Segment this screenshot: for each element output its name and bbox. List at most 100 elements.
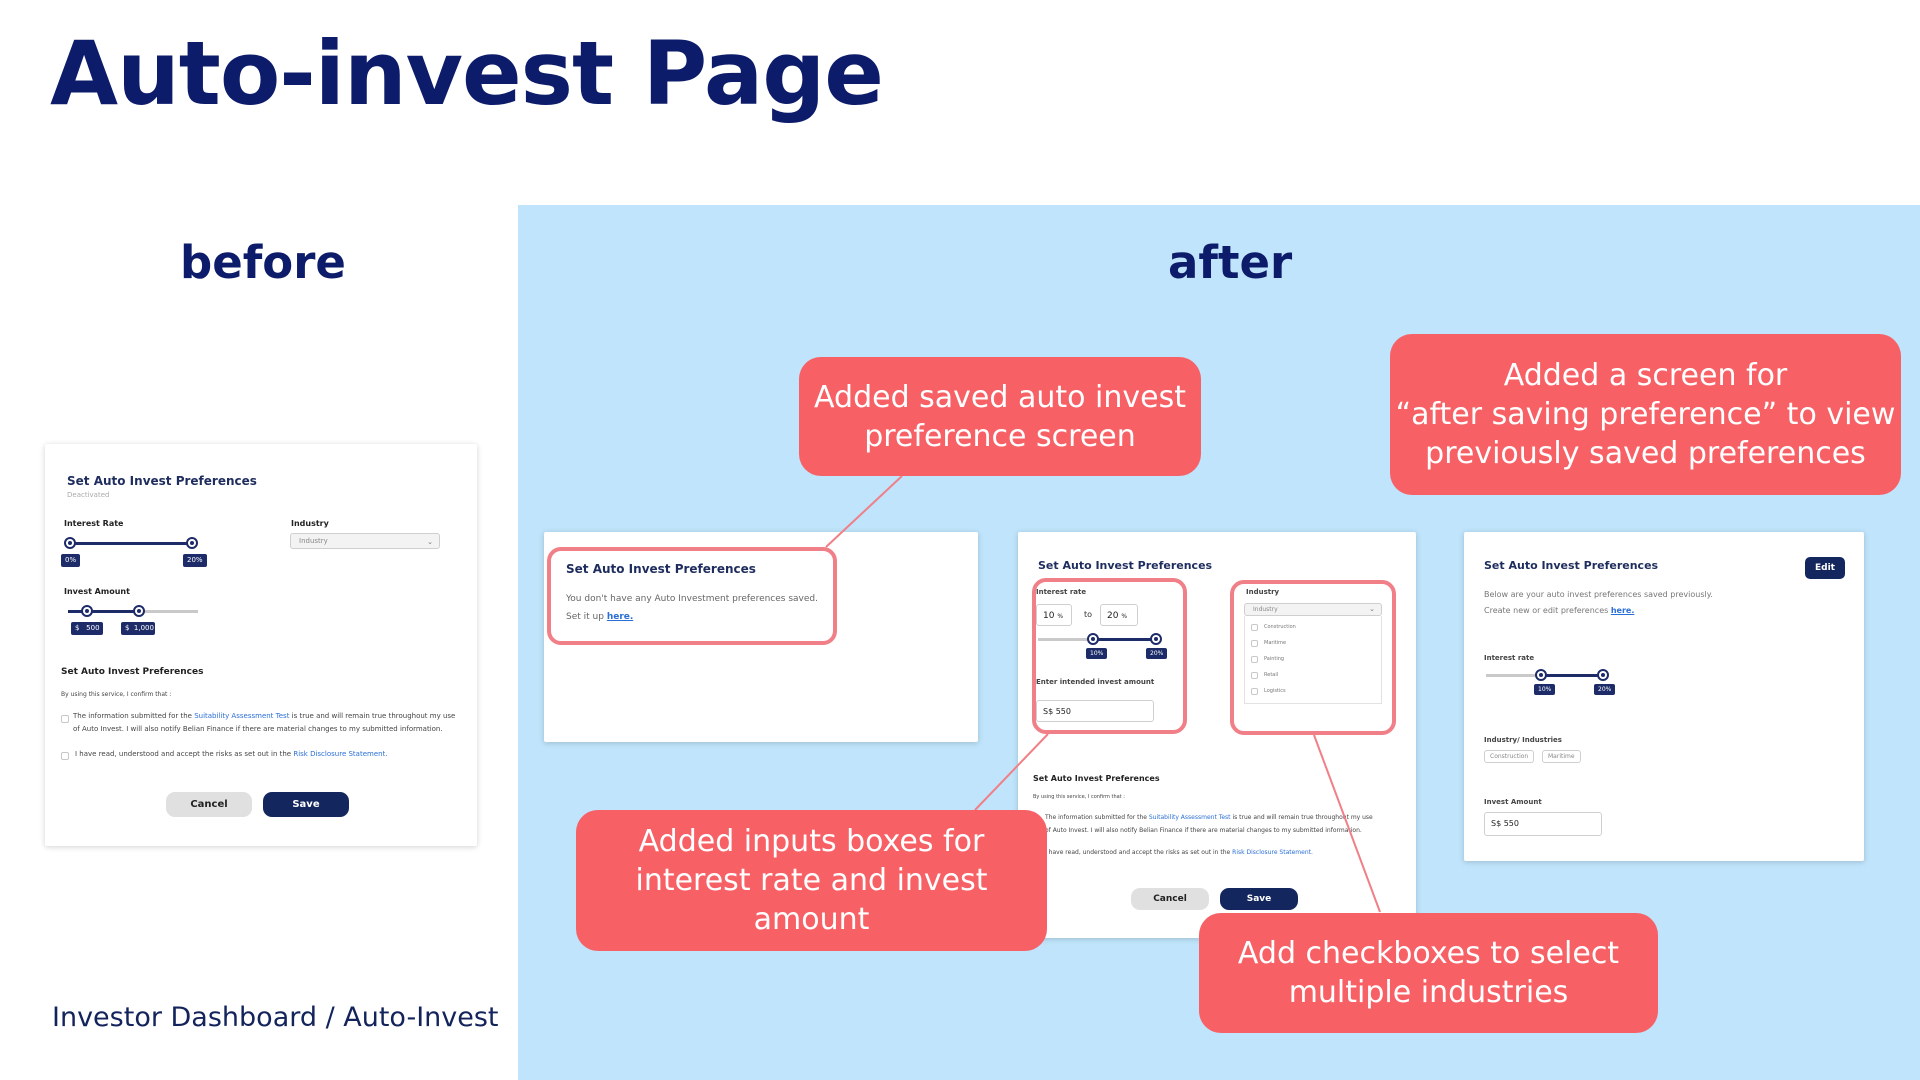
interest-slider-max-handle [1597,669,1609,681]
section-title: Set Auto Invest Preferences [1033,774,1160,783]
chevron-down-icon: ⌄ [1369,605,1375,613]
industry-label: Industry [1246,588,1280,596]
edit-button[interactable]: Edit [1805,557,1845,579]
industry-chip-maritime: Maritime [1542,750,1581,763]
callout-after-saving: Added a screen for “after saving prefere… [1390,334,1901,495]
card-title: Set Auto Invest Preferences [1038,559,1213,572]
callout-saved-screen: Added saved auto invest preference scree… [799,357,1201,476]
setup-here-link[interactable]: here. [606,612,634,622]
setup-message: Set it up here. [566,612,633,622]
industry-dropdown-placeholder: Industry [1253,606,1278,613]
industry-checkbox-maritime[interactable] [1251,640,1258,647]
interest-max-tag: 20% [1594,684,1616,695]
cancel-button[interactable]: Cancel [1131,888,1209,910]
interest-slider-max-handle[interactable] [1150,633,1162,645]
cancel-button[interactable]: Cancel [166,792,252,817]
callout-line: interest rate and invest amount [635,863,988,937]
industries-label: Industry/ Industries [1484,736,1562,744]
suitability-test-link[interactable]: Suitability Assessment Test [194,712,290,720]
risk-statement: I have read, understood and accept the r… [75,750,388,758]
percent-unit: % [1121,613,1128,620]
confirm-intro: By using this service, I confirm that : [1033,794,1125,800]
invest-amount-display: S$ 550 [1484,812,1602,836]
invest-amount-input[interactable]: S$ 550 [1036,700,1154,722]
statement-text: The information submitted for the [1045,814,1149,821]
before-preferences-card: Set Auto Invest Preferences Deactivated … [45,444,477,846]
suitability-test-link[interactable]: Suitability Assessment Test [1148,814,1231,821]
card-title: Set Auto Invest Preferences [566,562,756,576]
suitability-checkbox[interactable] [61,715,69,723]
statement-text: I have read, understood and accept the r… [75,750,294,758]
interest-max-tag: 20% [1146,648,1168,659]
industry-dropdown[interactable]: Industry ⌄ [1244,603,1382,616]
interest-min-tag: 0% [61,554,81,567]
industry-chip-construction: Construction [1484,750,1535,763]
currency-symbol: $ [125,624,130,632]
industry-option-label: Maritime [1264,640,1287,646]
amount-min-tag: $ 500 [71,622,103,635]
interest-slider-min-handle [1535,669,1547,681]
risk-statement: I have read, understood and accept the r… [1045,849,1313,856]
edit-text: Create new or edit preferences [1484,606,1611,615]
industry-checkbox-painting[interactable] [1251,656,1258,663]
currency-symbol: $ [75,624,80,632]
amount-slider-max-handle[interactable] [133,605,145,617]
rate-from-input[interactable]: 10 % [1036,604,1072,626]
amount-slider-min-handle[interactable] [81,605,93,617]
saved-preferences-card: Set Auto Invest Preferences Edit Below a… [1464,532,1864,861]
industry-dropdown-placeholder: Industry [299,537,328,545]
suitability-statement: The information submitted for the Suitab… [73,712,455,720]
interest-rate-label: Interest rate [1484,654,1535,662]
card-title: Set Auto Invest Preferences [1484,559,1659,572]
invest-amount-label: Invest Amount [64,587,130,596]
interest-slider-max-handle[interactable] [186,537,198,549]
chevron-down-icon: ⌄ [427,538,433,546]
interest-min-tag: 10% [1086,648,1108,659]
risk-disclosure-link[interactable]: Risk Disclosure Statement. [293,750,388,758]
suitability-statement-cont: of Auto Invest. I will also notify Belia… [1045,827,1362,834]
interest-slider-min-handle[interactable] [1087,633,1099,645]
amount-slider-fill [68,610,142,613]
percent-unit: % [1057,613,1064,620]
rate-to-input[interactable]: 20 % [1100,604,1138,626]
risk-disclosure-checkbox[interactable] [61,752,69,760]
industry-checkbox-logistics[interactable] [1251,688,1258,695]
statement-text: I have read, understood and accept the r… [1045,849,1233,856]
suitability-statement: The information submitted for the Suitab… [1045,814,1373,821]
industry-checkbox-list: Construction Maritime Painting Retail Lo… [1244,616,1382,704]
callout-line: Added saved auto invest [814,379,1186,415]
interest-rate-label: Interest rate [1036,588,1087,596]
interest-slider-fill [70,542,192,545]
amount-max-value: 1,000 [133,624,154,632]
edit-here-link[interactable]: here. [1610,606,1635,615]
industry-checkbox-construction[interactable] [1251,624,1258,631]
invest-amount-label: Invest Amount [1484,798,1542,806]
save-button[interactable]: Save [263,792,349,817]
callout-input-boxes: Added inputs boxes for interest rate and… [576,810,1047,951]
edit-message: Create new or edit preferences here. [1484,606,1634,615]
suitability-statement-cont: of Auto Invest. I will also notify Belia… [73,725,443,733]
industry-dropdown[interactable]: Industry ⌄ [290,533,440,549]
statement-text: is true and will remain true throughout … [1230,814,1373,821]
industry-checkbox-retail[interactable] [1251,672,1258,679]
before-heading: before [180,236,346,289]
statement-text: is true and will remain true throughout … [289,712,456,720]
industry-option-label: Logistics [1264,688,1286,694]
industry-option-label: Construction [1264,624,1296,630]
empty-message: You don't have any Auto Investment prefe… [566,594,818,604]
interest-max-tag: 20% [183,554,207,567]
callout-line: Add checkboxes to select [1237,936,1620,971]
setup-text: Set it up [566,612,607,622]
status-text: Deactivated [67,491,110,499]
interest-rate-label: Interest Rate [64,519,124,528]
callout-line: “after saving preference” to view [1395,397,1896,432]
callout-line: preference screen [864,418,1136,454]
save-button[interactable]: Save [1220,888,1298,910]
section-title: Set Auto Invest Preferences [61,667,204,677]
to-label: to [1084,610,1093,619]
empty-preferences-card: Set Auto Invest Preferences You don't ha… [544,532,978,742]
interest-slider-min-handle[interactable] [64,537,76,549]
callout-line: previously saved preferences [1425,436,1866,471]
risk-disclosure-link[interactable]: Risk Disclosure Statement. [1232,849,1313,856]
confirm-intro: By using this service, I confirm that : [61,691,172,698]
